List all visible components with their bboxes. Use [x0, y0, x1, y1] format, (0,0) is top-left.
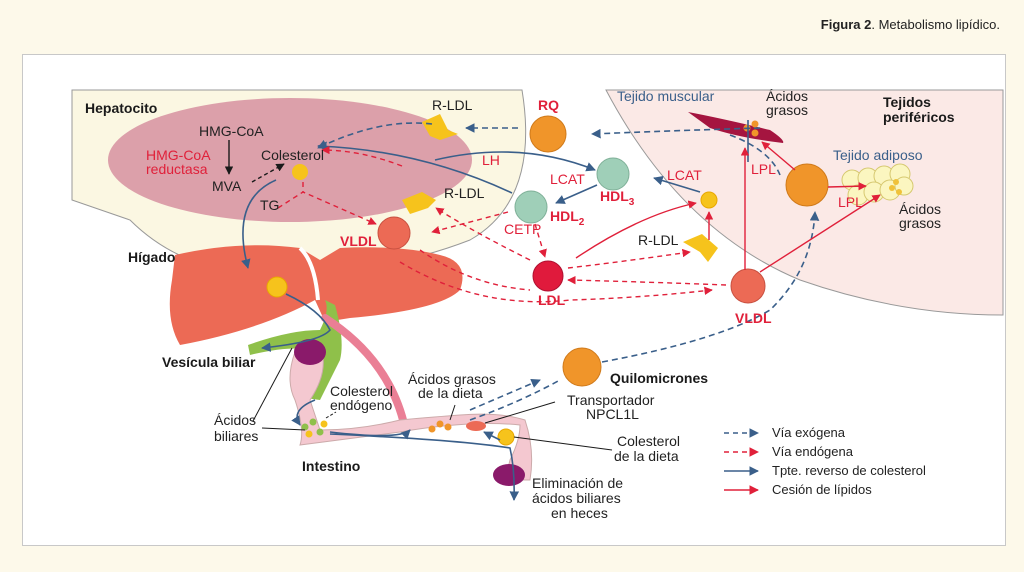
muscle-tissue [688, 112, 784, 143]
dietary-fatty-acid-dots [428, 420, 452, 433]
synthesis-arrows [224, 140, 285, 183]
legend: Vía exógena Vía endógena Tpte. reverso d… [724, 425, 926, 497]
label-colesterol-endogeno-2: endógeno [330, 397, 393, 413]
stomach-pouch [294, 339, 326, 365]
label-tejido-muscular: Tejido muscular [617, 88, 715, 104]
label-colesterol-dieta-1: Colesterol [617, 433, 680, 449]
rq-particle [529, 115, 567, 153]
leader-lines [252, 347, 613, 451]
label-r-ldl-top: R-LDL [432, 97, 473, 113]
label-lcat-2: LCAT [667, 167, 702, 183]
label-r-ldl-right: R-LDL [638, 232, 679, 248]
label-eliminacion-1: Eliminación de [532, 475, 623, 491]
endogenous-pathway-arrows [277, 145, 727, 303]
label-hmg-coa: HMG-CoA [199, 123, 264, 139]
legend-item-exogenous: Vía exógena [724, 425, 846, 440]
vldl-liver-particle [377, 216, 411, 250]
pancreatic-duct [321, 314, 409, 432]
label-intestino: Intestino [302, 458, 360, 474]
label-hdl2: HDL2 [550, 208, 585, 228]
ldl-particle [532, 260, 564, 292]
label-lcat-1: LCAT [550, 171, 585, 187]
r-ldl-receptor-top [422, 114, 458, 140]
label-colesterol-endogeno-1: Colesterol [330, 383, 393, 399]
label-vldl-periph: VLDL [735, 310, 772, 326]
liver-cholesterol-dot [266, 276, 288, 298]
legend-item-endogenous: Vía endógena [724, 444, 854, 459]
small-cholesterol-particle [700, 191, 718, 209]
label-hdl3: HDL3 [600, 188, 635, 208]
label-acidos-biliares-2: biliares [214, 428, 258, 444]
label-lpl-1: LPL [751, 161, 776, 177]
label-lh: LH [482, 152, 500, 168]
hdl3-particle [596, 157, 630, 191]
label-higado: Hígado [128, 249, 175, 265]
label-hmg-coa-reductasa-2: reductasa [146, 161, 208, 177]
label-acidos-biliares-1: Ácidos [214, 412, 256, 428]
svg-text:Cesión de lípidos: Cesión de lípidos [772, 482, 872, 497]
svg-text:Tpte. reverso de colesterol: Tpte. reverso de colesterol [772, 463, 926, 478]
label-eliminacion-2: ácidos biliares [532, 490, 621, 506]
label-hepatocito: Hepatocito [85, 100, 157, 116]
r-ldl-receptor-mid [402, 192, 436, 214]
figure-label: Figura 2 [820, 17, 872, 32]
bile-acid-dots [301, 418, 328, 438]
hepatocyte-nucleus [108, 98, 472, 222]
chylomicron-remnant-particle [785, 163, 829, 207]
label-tejidos-perifericos-2: periféricos [883, 109, 955, 125]
label-tejido-adiposo: Tejido adiposo [833, 147, 923, 163]
npcl1l-transporter [466, 421, 486, 431]
label-transportador-1: Transportador [567, 392, 655, 408]
label-acidos-grasos-musc-1: Ácidos [766, 88, 808, 104]
exogenous-pathway-arrows [317, 122, 820, 421]
colon-end [493, 464, 525, 486]
label-ldl: LDL [538, 292, 566, 308]
lipid-release-arrows [575, 141, 881, 273]
vldl-periph-particle [730, 268, 766, 304]
reverse-transport-arrows [241, 120, 749, 501]
label-lpl-2: LPL [838, 194, 863, 210]
label-vesicula: Vesícula biliar [162, 354, 256, 370]
label-hmg-coa-reductasa-1: HMG-CoA [146, 147, 211, 163]
liver-lobe-divider [298, 246, 320, 301]
label-acidos-grasos-dieta-2: de la dieta [418, 385, 483, 401]
svg-text:Vía endógena: Vía endógena [772, 444, 854, 459]
r-ldl-receptor-right [683, 234, 718, 262]
label-tejidos-perifericos-1: Tejidos [883, 94, 931, 110]
label-rq: RQ [538, 97, 559, 113]
label-mva: MVA [212, 178, 242, 194]
hdl2-particle [514, 190, 548, 224]
cholesterol-dot [292, 164, 308, 180]
svg-text:Vía exógena: Vía exógena [772, 425, 846, 440]
adipose-fatty-acid-dots [889, 179, 902, 195]
figure-title: . Metabolismo lipídico. [871, 17, 1000, 32]
label-transportador-2: NPCL1L [586, 406, 639, 422]
label-tg: TG [260, 197, 279, 213]
label-vldl-liver: VLDL [340, 233, 377, 249]
legend-item-lipid-release: Cesión de lípidos [724, 482, 872, 497]
label-colesterol: Colesterol [261, 147, 324, 163]
label-eliminacion-3: en heces [551, 505, 608, 521]
figure-caption: Figura 2. Metabolismo lipídico. [821, 17, 1000, 32]
legend-item-reverse-transport: Tpte. reverso de colesterol [724, 463, 926, 478]
label-quilomicrones: Quilomicrones [610, 370, 708, 386]
label-acidos-grasos-adip-1: Ácidos [899, 201, 941, 217]
label-r-ldl-mid: R-LDL [444, 185, 485, 201]
label-acidos-grasos-adip-2: grasos [899, 215, 941, 231]
label-colesterol-dieta-2: de la dieta [614, 448, 679, 464]
dietary-cholesterol-dot [497, 428, 515, 446]
chylomicron-particle [562, 347, 602, 387]
label-acidos-grasos-musc-2: grasos [766, 102, 808, 118]
label-acidos-grasos-dieta-1: Ácidos grasos [408, 371, 496, 387]
label-cetp: CETP [504, 221, 541, 237]
